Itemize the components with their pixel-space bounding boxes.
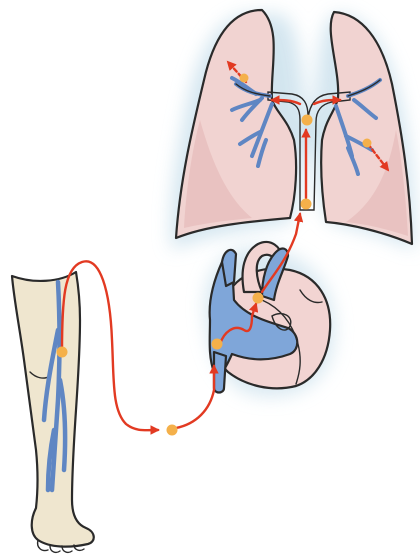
embolus-leg xyxy=(57,347,68,358)
vena-cava xyxy=(214,352,226,393)
embolus-right-branch xyxy=(363,139,372,148)
embolus-transit xyxy=(167,425,178,436)
heart xyxy=(205,242,334,396)
lungs xyxy=(171,10,414,250)
superior-vena-cava xyxy=(222,250,236,286)
leg xyxy=(12,272,94,552)
embolus-lung-trunk xyxy=(302,115,313,126)
embolus-left-branch xyxy=(240,74,249,83)
embolus-pulmonary-artery xyxy=(253,293,264,304)
embolus-lung-base xyxy=(301,199,312,210)
path-midpoint-to-heart xyxy=(176,366,214,428)
embolus-right-atrium xyxy=(212,339,223,350)
leg-outline xyxy=(12,272,94,547)
